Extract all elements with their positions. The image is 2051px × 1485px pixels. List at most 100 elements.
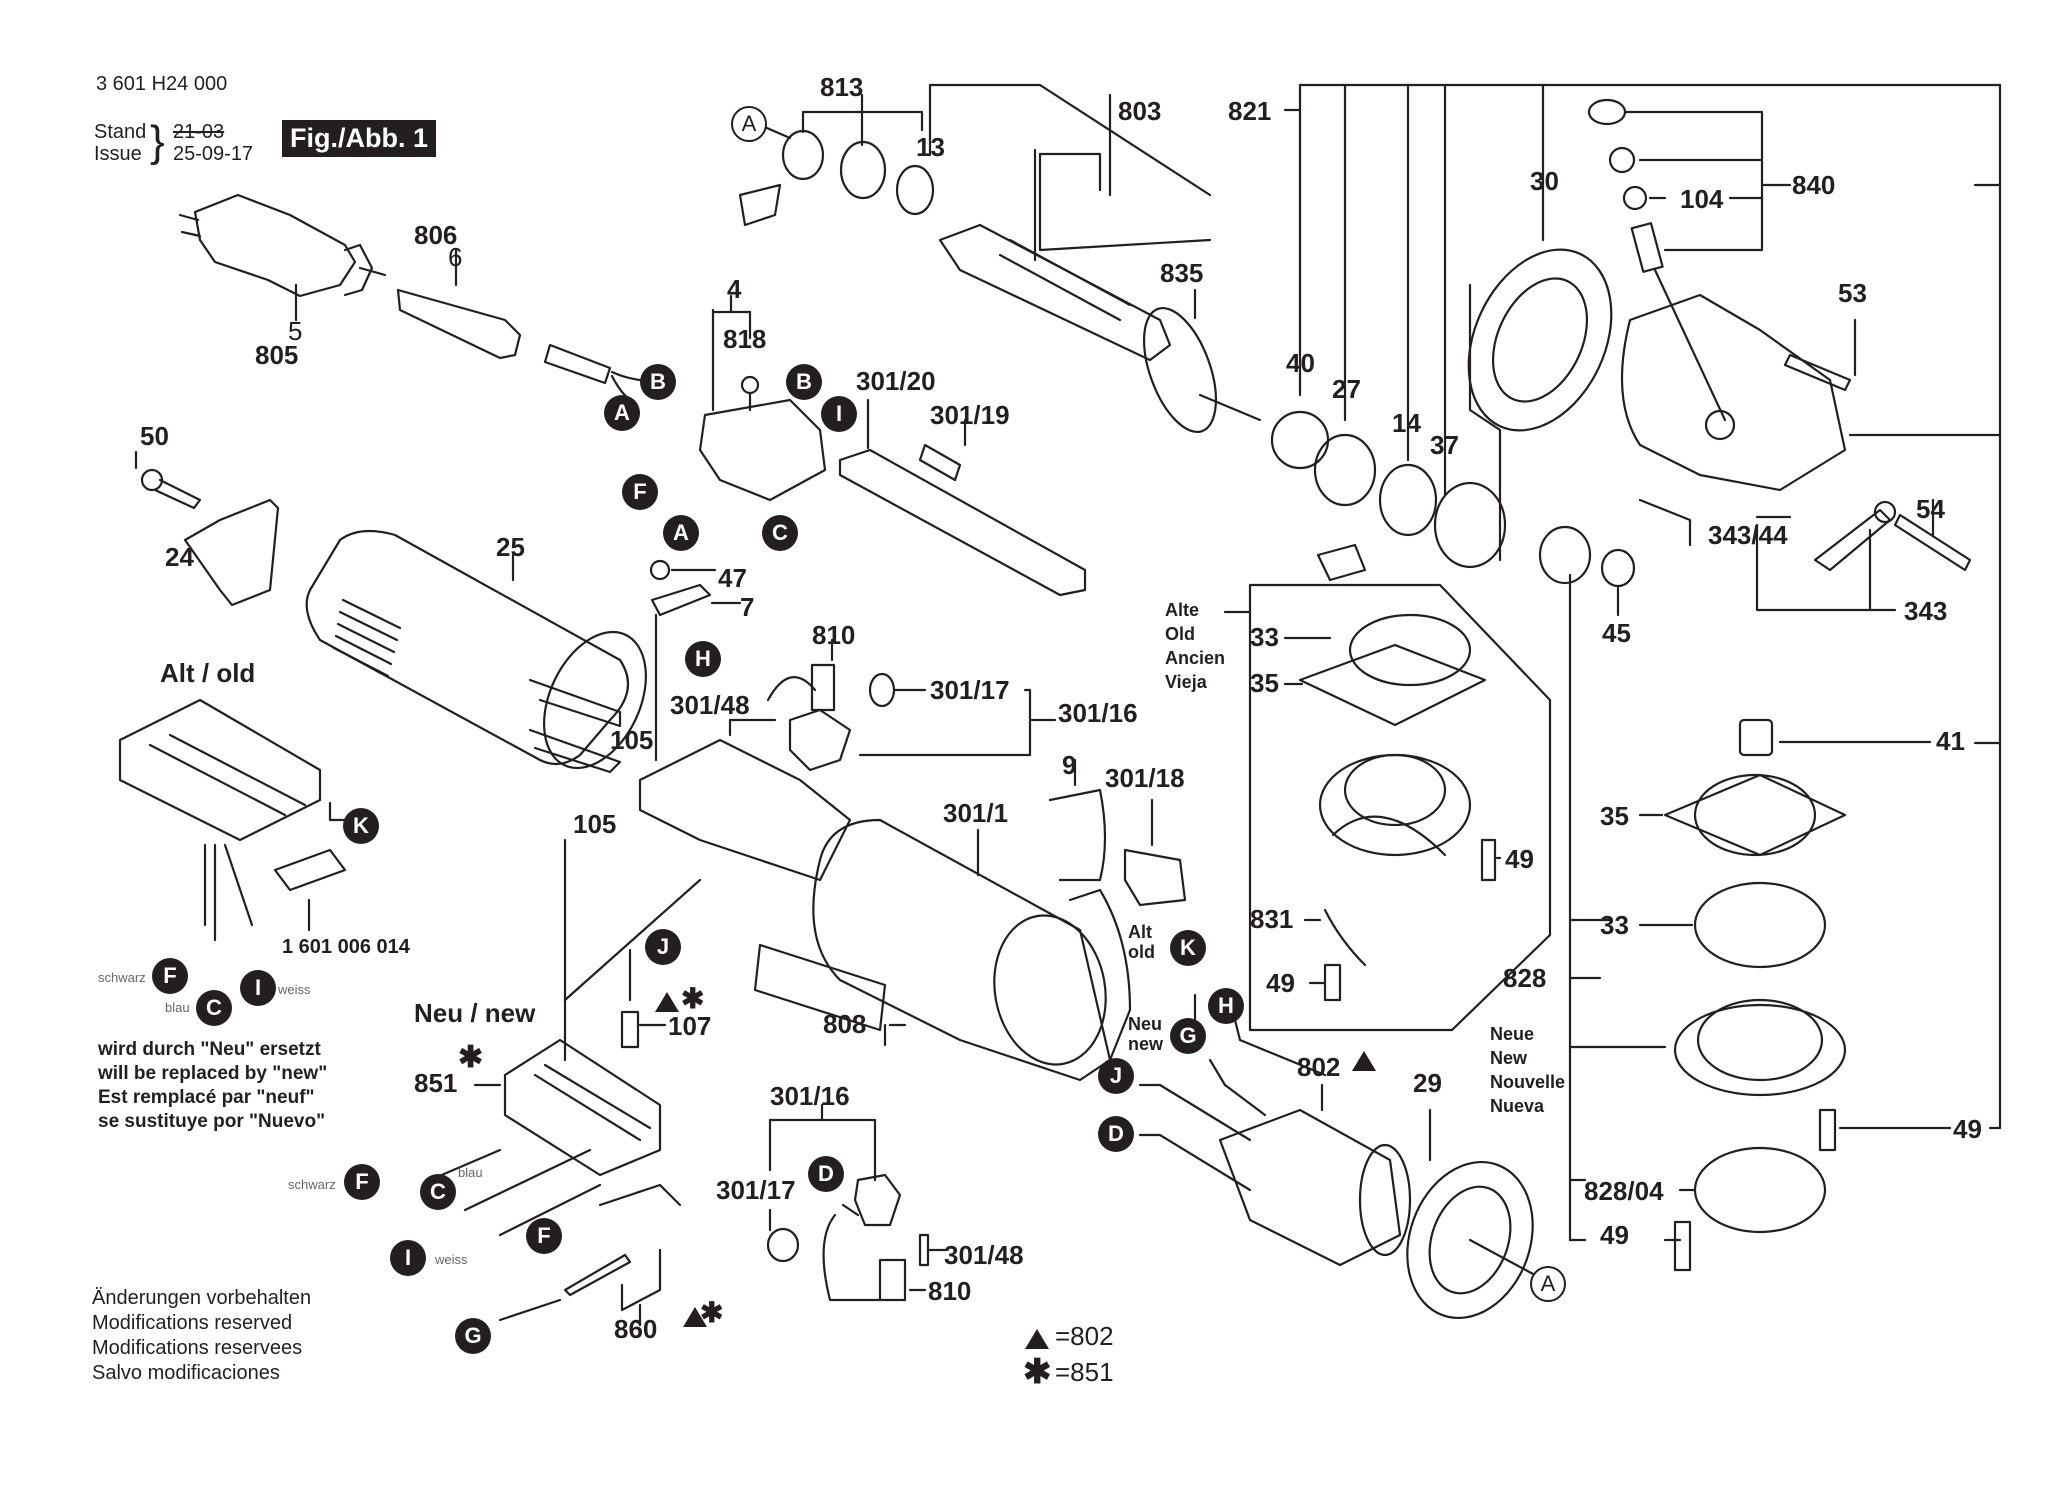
connector-c-old[interactable]: C bbox=[196, 990, 232, 1026]
part-label-831[interactable]: 831 bbox=[1250, 904, 1294, 934]
connector-h-coil[interactable]: H bbox=[1208, 988, 1244, 1024]
armature-drawing bbox=[938, 223, 1262, 434]
part-label-805[interactable]: 805 bbox=[255, 340, 299, 370]
connector-f-old[interactable]: F bbox=[152, 958, 188, 994]
part-label-818[interactable]: 818 bbox=[723, 324, 767, 354]
part-label-5[interactable]: 5 bbox=[288, 316, 303, 346]
part-label-301-48-a[interactable]: 301/48 bbox=[670, 690, 750, 720]
connector-f-new[interactable]: F bbox=[344, 1164, 380, 1200]
part-label-301-16-b[interactable]: 301/16 bbox=[770, 1081, 850, 1111]
part-label-301-18[interactable]: 301/18 bbox=[1105, 763, 1185, 793]
part-label-35-a[interactable]: 35 bbox=[1250, 668, 1279, 698]
part-label-49-b[interactable]: 49 bbox=[1266, 968, 1295, 998]
part-label-301-20[interactable]: 301/20 bbox=[856, 366, 936, 396]
part-label-35-b[interactable]: 35 bbox=[1600, 801, 1629, 831]
connector-d-coil[interactable]: D bbox=[1098, 1116, 1134, 1152]
connector-b-switch[interactable]: B bbox=[786, 364, 822, 400]
part-label-301-16-a[interactable]: 301/16 bbox=[1058, 698, 1138, 728]
part-label-4[interactable]: 4 bbox=[727, 274, 742, 304]
part-label-810-a[interactable]: 810 bbox=[812, 620, 856, 650]
connector-h-brush[interactable]: H bbox=[685, 641, 721, 677]
cable-guard-drawing bbox=[396, 288, 522, 360]
part-label-6[interactable]: 6 bbox=[448, 242, 463, 272]
part-label-53[interactable]: 53 bbox=[1838, 278, 1867, 308]
part-label-828-04[interactable]: 828/04 bbox=[1584, 1176, 1664, 1206]
part-label-50[interactable]: 50 bbox=[140, 421, 169, 451]
connector-k-housing[interactable]: K bbox=[1170, 930, 1206, 966]
part-label-54[interactable]: 54 bbox=[1916, 494, 1945, 524]
part-label-810-b[interactable]: 810 bbox=[928, 1276, 972, 1306]
part-label-301-19[interactable]: 301/19 bbox=[930, 400, 1010, 430]
connector-g-860[interactable]: G bbox=[455, 1318, 491, 1354]
connector-f-switch[interactable]: F bbox=[622, 474, 658, 510]
connector-i-new[interactable]: I bbox=[390, 1240, 426, 1276]
part-label-45[interactable]: 45 bbox=[1602, 618, 1631, 648]
part-label-41[interactable]: 41 bbox=[1936, 726, 1965, 756]
part-label-343[interactable]: 343 bbox=[1904, 596, 1948, 626]
issue-label: Issue bbox=[94, 143, 142, 165]
part-label-47[interactable]: 47 bbox=[718, 563, 747, 593]
part-label-301-17-b[interactable]: 301/17 bbox=[716, 1175, 796, 1205]
neue-de: Neue bbox=[1490, 1024, 1535, 1044]
alte-fr: Ancien bbox=[1165, 648, 1226, 668]
connector-c-new[interactable]: C bbox=[420, 1174, 456, 1210]
legend-triangle-text: =802 bbox=[1055, 1321, 1114, 1351]
connector-a-guard[interactable]: A bbox=[1530, 1266, 1566, 1302]
connector-c-switch[interactable]: C bbox=[762, 515, 798, 551]
part-label-9[interactable]: 9 bbox=[1062, 750, 1077, 780]
connector-b-plug[interactable]: B bbox=[640, 364, 676, 400]
legend-marks bbox=[655, 992, 1376, 1349]
part-label-29[interactable]: 29 bbox=[1413, 1068, 1442, 1098]
connector-i-old[interactable]: I bbox=[240, 970, 276, 1006]
part-label-808[interactable]: 808 bbox=[823, 1009, 867, 1039]
part-label-49-a[interactable]: 49 bbox=[1505, 844, 1534, 874]
connector-k-old[interactable]: K bbox=[343, 808, 379, 844]
part-label-851[interactable]: 851 bbox=[414, 1068, 458, 1098]
part-label-803[interactable]: 803 bbox=[1118, 96, 1162, 126]
old-issue-date: 21-03 bbox=[173, 121, 225, 143]
part-label-13[interactable]: 13 bbox=[916, 132, 945, 162]
part-label-343-44[interactable]: 343/44 bbox=[1708, 520, 1788, 550]
replacement-note-de: wird durch "Neu" ersetzt bbox=[98, 1039, 321, 1060]
part-label-1601006014[interactable]: 1 601 006 014 bbox=[282, 936, 410, 958]
part-label-7[interactable]: 7 bbox=[740, 592, 755, 622]
connector-d-brush[interactable]: D bbox=[808, 1156, 844, 1192]
part-label-107[interactable]: 107 bbox=[668, 1011, 712, 1041]
part-label-806[interactable]: 806 bbox=[414, 220, 458, 250]
part-label-25[interactable]: 25 bbox=[496, 532, 525, 562]
part-label-828[interactable]: 828 bbox=[1503, 963, 1547, 993]
part-label-105-a[interactable]: 105 bbox=[610, 725, 654, 755]
connector-g-housing[interactable]: G bbox=[1170, 1018, 1206, 1054]
connector-a-switch[interactable]: A bbox=[663, 515, 699, 551]
part-label-24[interactable]: 24 bbox=[165, 542, 194, 572]
part-label-840[interactable]: 840 bbox=[1792, 170, 1836, 200]
connector-i-switch[interactable]: I bbox=[821, 396, 857, 432]
part-label-802[interactable]: 802 bbox=[1297, 1052, 1341, 1082]
connector-a-plug[interactable]: A bbox=[604, 395, 640, 431]
part-label-105-b[interactable]: 105 bbox=[573, 809, 617, 839]
part-label-27[interactable]: 27 bbox=[1332, 374, 1361, 404]
part-label-821[interactable]: 821 bbox=[1228, 96, 1272, 126]
part-label-813[interactable]: 813 bbox=[820, 72, 864, 102]
part-label-49-d[interactable]: 49 bbox=[1600, 1220, 1629, 1250]
part-label-104[interactable]: 104 bbox=[1680, 184, 1724, 214]
part-label-49-c[interactable]: 49 bbox=[1953, 1114, 1982, 1144]
part-label-33-a[interactable]: 33 bbox=[1250, 622, 1279, 652]
part-label-37[interactable]: 37 bbox=[1430, 430, 1459, 460]
part-label-860[interactable]: 860 bbox=[614, 1314, 658, 1344]
part-label-40[interactable]: 40 bbox=[1286, 348, 1315, 378]
part-label-301-1[interactable]: 301/1 bbox=[943, 798, 1009, 828]
part-label-14[interactable]: 14 bbox=[1392, 408, 1421, 438]
connector-f-860[interactable]: F bbox=[526, 1218, 562, 1254]
part-label-835[interactable]: 835 bbox=[1160, 258, 1204, 288]
part-label-33-b[interactable]: 33 bbox=[1600, 910, 1629, 940]
part-label-30[interactable]: 30 bbox=[1530, 166, 1559, 196]
old-short: old bbox=[1128, 942, 1155, 962]
star-icon-107: ✱ bbox=[681, 983, 705, 1014]
connector-j-107[interactable]: J bbox=[645, 929, 681, 965]
connector-j-coil[interactable]: J bbox=[1098, 1058, 1134, 1094]
power-plug-drawing bbox=[178, 193, 387, 298]
part-label-301-17-a[interactable]: 301/17 bbox=[930, 675, 1010, 705]
connector-a-bearing[interactable]: A bbox=[731, 106, 767, 142]
part-label-301-48-b[interactable]: 301/48 bbox=[944, 1240, 1024, 1270]
